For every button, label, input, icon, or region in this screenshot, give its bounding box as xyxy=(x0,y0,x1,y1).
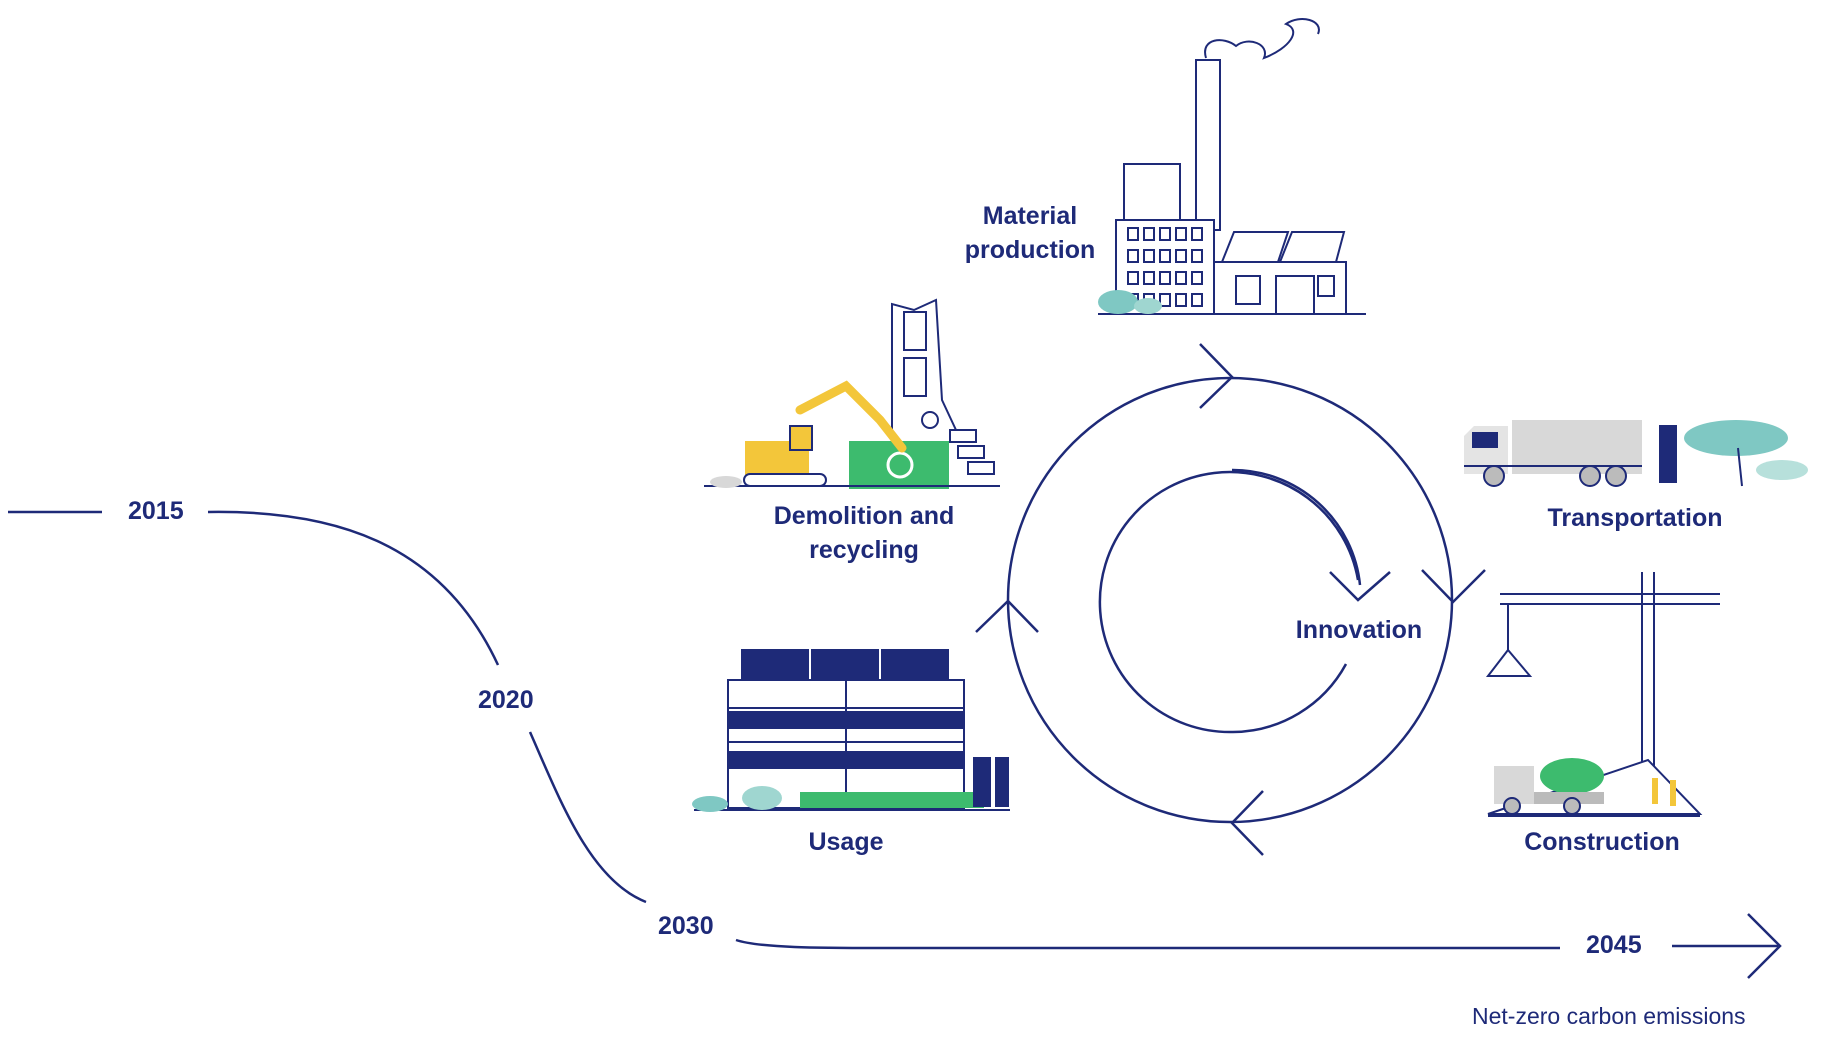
year-2030: 2030 xyxy=(658,912,714,940)
cycle-arrow-left xyxy=(975,599,1039,633)
year-2015: 2015 xyxy=(128,497,184,525)
stage-usage: Usage xyxy=(808,828,884,856)
timeline-arrowhead xyxy=(1747,913,1782,979)
excavator-icon xyxy=(704,298,1000,489)
stage-demolition-line2: recycling xyxy=(809,535,919,564)
stage-transportation: Transportation xyxy=(1547,504,1723,532)
stage-material-line1: Material xyxy=(982,202,1078,230)
year-2020: 2020 xyxy=(478,686,534,714)
stage-material-line2: production xyxy=(964,235,1096,264)
timeline-path xyxy=(8,510,1782,979)
cycle-arrow-right xyxy=(1421,569,1486,604)
factory-icon xyxy=(1098,18,1366,315)
stage-material-production: Material production xyxy=(965,200,1096,268)
apartment-building-icon xyxy=(692,649,1010,812)
crane-icon xyxy=(1485,572,1720,817)
net-zero-caption: Net-zero carbon emissions xyxy=(1472,1003,1746,1029)
stage-construction: Construction xyxy=(1524,828,1680,856)
outer-cycle xyxy=(975,343,1486,856)
inner-arrow xyxy=(1329,571,1391,602)
stage-demolition: Demolition and recycling xyxy=(774,500,955,568)
inner-cycle xyxy=(1098,468,1391,734)
cycle-arrow-top xyxy=(1199,343,1234,409)
year-2045: 2045 xyxy=(1586,931,1642,959)
cycle-center-innovation: Innovation xyxy=(1295,616,1423,644)
cycle-arrow-bottom xyxy=(1230,790,1264,856)
stage-demolition-line1: Demolition and xyxy=(773,502,955,530)
truck-icon xyxy=(1464,420,1808,487)
